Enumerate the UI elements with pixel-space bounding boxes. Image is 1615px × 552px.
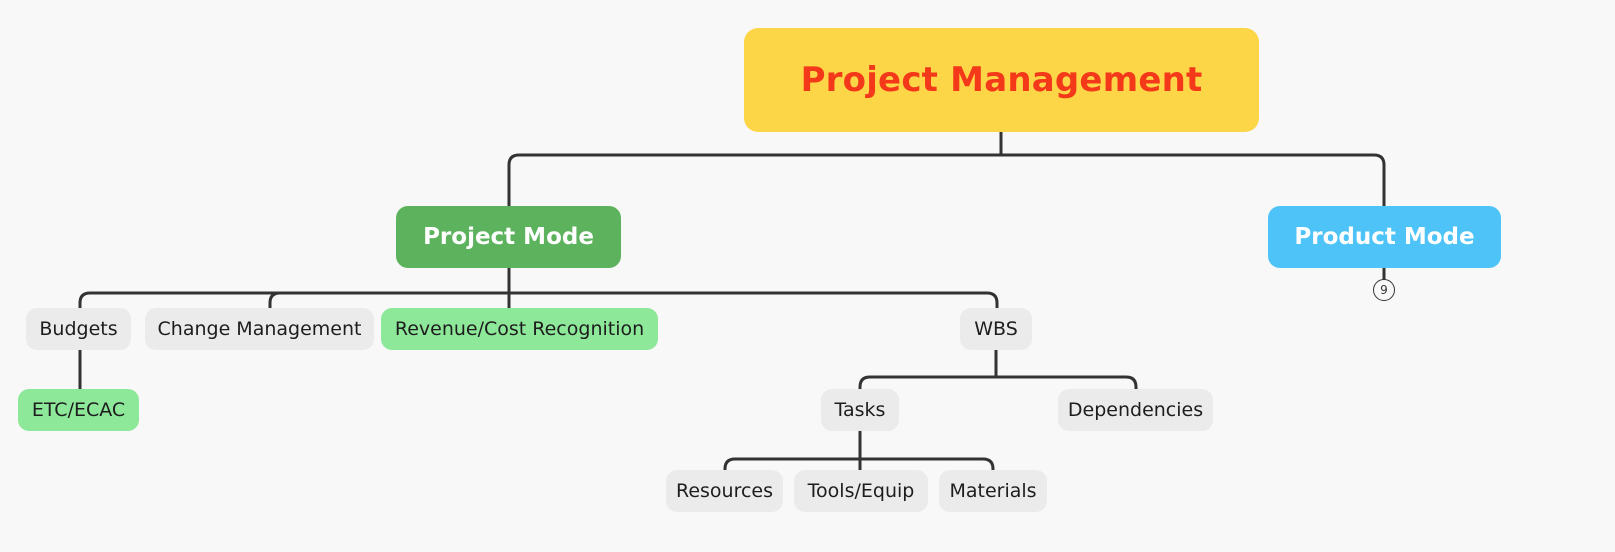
node-label-resources: Resources: [675, 480, 774, 502]
node-label-project-management: Project Management: [800, 60, 1203, 100]
connector-change-mgmt-drop: [268, 291, 282, 310]
node-label-dependencies: Dependencies: [1067, 399, 1204, 421]
node-label-change-management: Change Management: [157, 318, 362, 340]
node-project-mode[interactable]: Project Mode: [396, 206, 621, 268]
node-budgets[interactable]: Budgets: [26, 308, 131, 350]
connector-level2-bus: [78, 291, 999, 310]
collapsed-children-count: 9: [1380, 283, 1388, 297]
node-label-wbs: WBS: [974, 318, 1018, 340]
node-materials[interactable]: Materials: [939, 470, 1047, 512]
node-resources[interactable]: Resources: [666, 470, 783, 512]
node-wbs[interactable]: WBS: [960, 308, 1032, 350]
connector-level1-bus: [507, 153, 1386, 208]
node-label-tasks: Tasks: [834, 399, 886, 421]
node-revenue-cost-recognition[interactable]: Revenue/Cost Recognition: [381, 308, 658, 350]
connector-wbs-bus: [858, 375, 1138, 391]
node-product-mode[interactable]: Product Mode: [1268, 206, 1501, 268]
node-label-etc-ecac: ETC/ECAC: [31, 399, 126, 421]
node-label-revenue-cost-recognition: Revenue/Cost Recognition: [394, 318, 645, 340]
node-change-management[interactable]: Change Management: [145, 308, 374, 350]
connector-tasks-bus: [723, 457, 995, 472]
node-label-project-mode: Project Mode: [423, 224, 594, 250]
node-label-tools-equip: Tools/Equip: [807, 480, 915, 502]
node-tasks[interactable]: Tasks: [821, 389, 899, 431]
node-label-product-mode: Product Mode: [1294, 224, 1475, 250]
node-label-materials: Materials: [949, 480, 1037, 502]
node-label-budgets: Budgets: [39, 318, 118, 340]
node-dependencies[interactable]: Dependencies: [1058, 389, 1213, 431]
collapsed-children-badge[interactable]: 9: [1373, 279, 1395, 301]
node-project-management[interactable]: Project Management: [744, 28, 1259, 132]
node-tools-equip[interactable]: Tools/Equip: [794, 470, 928, 512]
node-etc-ecac[interactable]: ETC/ECAC: [18, 389, 139, 431]
